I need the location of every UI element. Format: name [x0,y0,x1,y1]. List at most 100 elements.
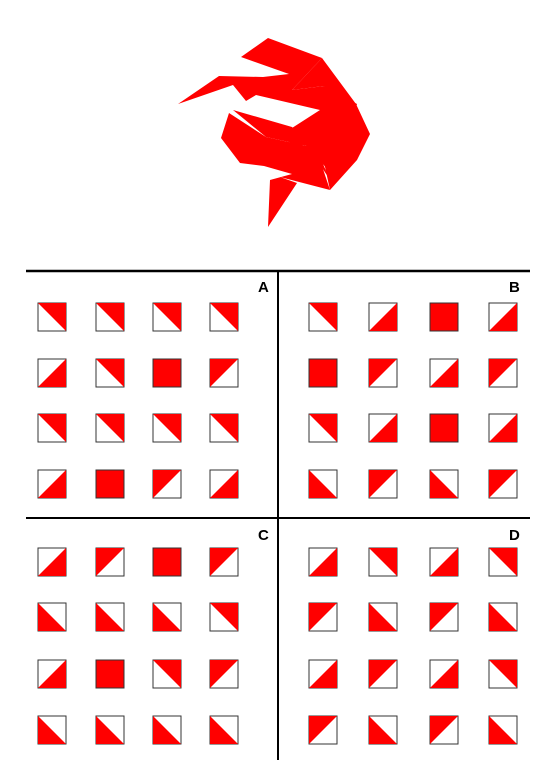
tile-red-triangle [309,548,337,576]
tile-red-triangle [153,716,181,744]
tile-b-4-3 [429,469,459,499]
tile-c-1-3 [152,547,182,577]
quadrant-d-tiles[interactable] [308,547,518,745]
tile-d-2-3 [429,602,459,632]
quadrant-label-a: A [258,279,269,296]
quadrant-b-tiles[interactable] [308,302,518,499]
tile-b-2-4 [488,358,518,388]
tile-red-triangle [430,548,458,576]
tile-red-triangle [309,303,337,331]
tile-a-4-1 [37,469,67,499]
tile-b-3-1 [308,413,338,443]
tile-a-2-1 [37,358,67,388]
tile-red-triangle [309,716,337,744]
tile-b-2-3 [429,358,459,388]
reference-shape [178,38,370,227]
tile-a-3-4 [209,413,239,443]
tile-c-1-1 [37,547,67,577]
tile-c-2-2 [95,602,125,632]
tile-a-2-3 [152,358,182,388]
tile-a-1-3 [152,302,182,332]
tile-red-triangle [369,548,397,576]
tile-red-triangle [489,359,517,387]
tile-red-triangle [38,660,66,688]
quadrant-a-tiles[interactable] [37,302,239,499]
tile-red-triangle [489,303,517,331]
tile-a-4-3 [152,469,182,499]
tile-red-triangle [153,470,181,498]
tile-c-3-2 [95,659,125,689]
tile-d-3-4 [488,659,518,689]
tile-b-4-2 [368,469,398,499]
tile-c-2-3 [152,602,182,632]
tile-red-triangle [153,660,181,688]
tile-d-3-2 [368,659,398,689]
tile-square [308,358,338,388]
tile-red-triangle [210,414,238,442]
tile-red-triangle [489,414,517,442]
tile-a-3-2 [95,413,125,443]
tile-red-triangle [38,603,66,631]
quadrant-c-tiles[interactable] [37,547,239,745]
tile-a-1-4 [209,302,239,332]
tile-c-1-4 [209,547,239,577]
tile-red-triangle [210,470,238,498]
tile-red-triangle [210,603,238,631]
tile-b-1-2 [368,302,398,332]
tile-red-triangle [369,603,397,631]
tile-red-triangle [38,414,66,442]
tile-square [152,547,182,577]
tile-red-triangle [210,660,238,688]
quadrant-label-b: B [509,279,520,296]
tile-b-3-2 [368,413,398,443]
tile-red-triangle [309,470,337,498]
tile-red-triangle [489,548,517,576]
tile-d-4-2 [368,715,398,745]
tile-red-triangle [96,716,124,744]
tile-red-triangle [369,660,397,688]
reference-shape-fold [233,110,330,180]
tile-b-4-1 [308,469,338,499]
tile-square [95,659,125,689]
tile-c-4-2 [95,715,125,745]
tile-red-triangle [153,603,181,631]
tile-red-triangle [369,716,397,744]
tile-red-triangle [38,303,66,331]
tile-square [95,469,125,499]
tile-b-3-4 [488,413,518,443]
tile-red-triangle [430,660,458,688]
tile-red-triangle [489,660,517,688]
tile-c-4-4 [209,715,239,745]
tile-d-1-3 [429,547,459,577]
tile-red-triangle [489,603,517,631]
tile-c-3-3 [152,659,182,689]
tile-a-2-4 [209,358,239,388]
tile-red-triangle [210,303,238,331]
tile-red-triangle [430,603,458,631]
tile-square [429,302,459,332]
tile-a-3-3 [152,413,182,443]
tile-red-triangle [153,414,181,442]
tile-red-triangle [489,470,517,498]
quadrant-label-c: C [258,527,269,544]
tile-d-3-1 [308,659,338,689]
tile-a-2-2 [95,358,125,388]
tile-d-3-3 [429,659,459,689]
tile-d-4-3 [429,715,459,745]
tile-red-triangle [38,470,66,498]
tile-c-4-1 [37,715,67,745]
tile-d-1-4 [488,547,518,577]
tile-red-triangle [210,548,238,576]
tile-red-triangle [210,716,238,744]
tile-red-triangle [369,303,397,331]
tile-red-triangle [489,716,517,744]
tile-red-triangle [309,414,337,442]
tile-red-triangle [430,716,458,744]
tile-b-1-1 [308,302,338,332]
tile-red-triangle [96,603,124,631]
reference-shape-right-wall [292,58,370,190]
tile-d-1-2 [368,547,398,577]
tile-red-triangle [96,548,124,576]
tile-b-2-1 [308,358,338,388]
